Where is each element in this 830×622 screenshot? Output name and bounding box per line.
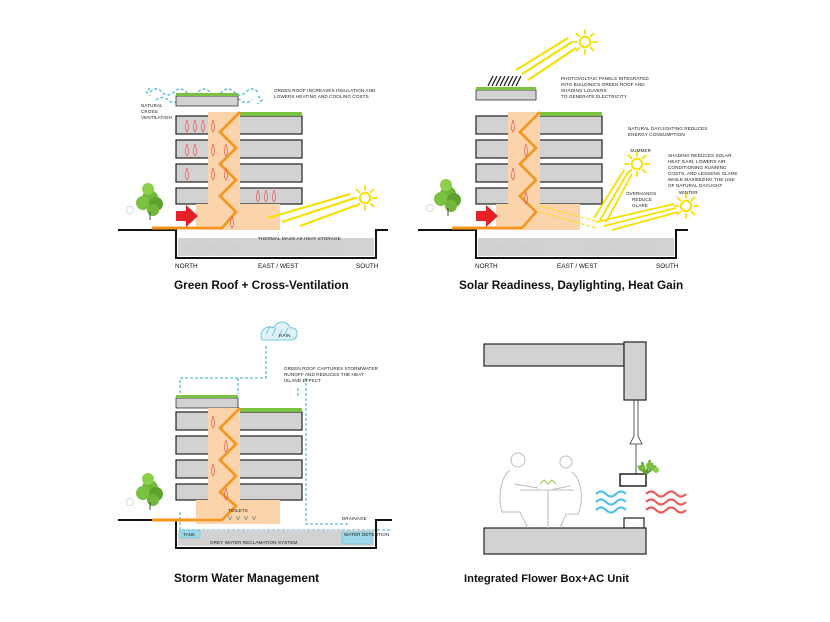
note-shading-5: WHILE MAXIMIZING THE USE [668, 177, 735, 182]
panel-title: Solar Readiness, Daylighting, Heat Gain [459, 278, 683, 292]
pv-panel-icon [487, 75, 522, 87]
label-eastwest: EAST / WEST [258, 263, 298, 270]
ac-unit [623, 517, 645, 529]
summer-rays [593, 169, 633, 223]
note-shading-2: HEAT GAIN, LOWERS AIR [668, 159, 726, 164]
panel-title: Integrated Flower Box+AC Unit [464, 573, 629, 585]
note-pv-1: PHOTOVOLTAIC PANELS INTEGRATED [561, 76, 649, 81]
note-overhangs-3: GLARE [632, 203, 648, 208]
tree-icon [433, 178, 462, 217]
label-north: NORTH [175, 263, 198, 270]
note-shading-4: COSTS, AND LESSENS GLARE [668, 171, 738, 176]
label-north: NORTH [475, 263, 498, 270]
note-pv-2: INTO BUILDING'S GREEN ROOF AND [561, 82, 645, 87]
note-overhangs-2: REDUCE [632, 197, 652, 202]
label-eastwest: EAST / WEST [557, 263, 597, 270]
stair-line [152, 407, 241, 522]
tree-icon [135, 472, 164, 511]
label-detention: WATER DETENTION [344, 532, 389, 537]
panel-title: Green Roof + Cross-Ventilation [174, 278, 349, 292]
people-at-table [499, 452, 582, 529]
detention-box [341, 531, 373, 545]
air-inflow-arrow-icon [176, 205, 198, 227]
tank-box [179, 529, 201, 539]
panel-solar: PHOTOVOLTAIC PANELS INTEGRATED INTO BUIL… [418, 29, 738, 292]
panel-green-roof: GREEN ROOF INCREASES INSULATION AND LOWE… [118, 87, 388, 292]
air-inflow-arrow-icon [476, 205, 498, 227]
panel-storm-water: RAIN GREEN ROOF CAPTURES STORMWATER RUNO… [118, 321, 392, 585]
winter-sun-icon [673, 193, 699, 219]
panel-flower-box: Integrated Flower Box+AC Unit [464, 341, 687, 585]
stair-line [452, 111, 541, 230]
label-tank: TANK [183, 532, 196, 537]
daylight-rays [539, 205, 601, 229]
label-south: SOUTH [656, 263, 679, 270]
note-shading-1: SHADING REDUCES SOLAR [668, 153, 732, 158]
note-ventilation-3: VENTILATION [141, 115, 172, 120]
label-rain: RAIN [279, 333, 290, 338]
note-roof-2: RUNOFF AND REDUCES THE HEAT [284, 372, 364, 377]
summer-sun-icon [624, 151, 650, 177]
note-shading-6: OF NATURAL DAYLIGHT [668, 183, 722, 188]
sun-icon [352, 185, 378, 211]
airflow-waves [595, 490, 687, 514]
floor-stack [175, 112, 303, 205]
note-thermal: THERMAL MASS AS HEAT STORAGE [258, 236, 341, 241]
note-pv-3: SHADING LOUVERS [561, 88, 607, 93]
note-green-roof-2: LOWERS HEATING AND COOLING COSTS [274, 94, 369, 99]
label-toilets: TOILETS [228, 508, 248, 513]
note-green-roof-1: GREEN ROOF INCREASES INSULATION AND [274, 88, 376, 93]
label-winter: WINTER [679, 190, 698, 195]
sun-rays [267, 192, 358, 228]
label-south: SOUTH [356, 263, 379, 270]
label-grey-water: GREY WATER RECLAMATION SYSTEM [210, 540, 298, 545]
sun-rays-top [515, 37, 577, 81]
note-roof-1: GREEN ROOF CAPTURES STORMWATER [284, 366, 379, 371]
tree-icon [135, 182, 164, 221]
note-shading-3: CONDITIONING RUNNING [668, 165, 727, 170]
winter-rays [595, 203, 679, 231]
label-summer: SUMMER [630, 148, 652, 153]
sun-icon [572, 29, 598, 55]
note-pv-4: TO GENERATE ELECTRICITY [561, 94, 627, 99]
panel-title: Storm Water Management [174, 571, 319, 585]
plant-icon [637, 459, 659, 475]
stair-line [152, 111, 241, 230]
label-drainage: DRAINAGE [342, 516, 367, 521]
note-ventilation-1: NATURAL [141, 103, 163, 108]
toilet-icons [227, 515, 257, 521]
note-daylight-1: NATURAL DAYLIGHTING REDUCES [628, 126, 707, 131]
note-overhangs-1: OVERHANGS [626, 191, 656, 196]
flower-box [619, 473, 647, 487]
rain-cloud-icon [260, 321, 298, 341]
note-roof-3: ISLAND EFFECT [284, 378, 321, 383]
note-daylight-2: ENERGY CONSUMPTION [628, 132, 685, 137]
note-ventilation-2: CROSS [141, 109, 158, 114]
